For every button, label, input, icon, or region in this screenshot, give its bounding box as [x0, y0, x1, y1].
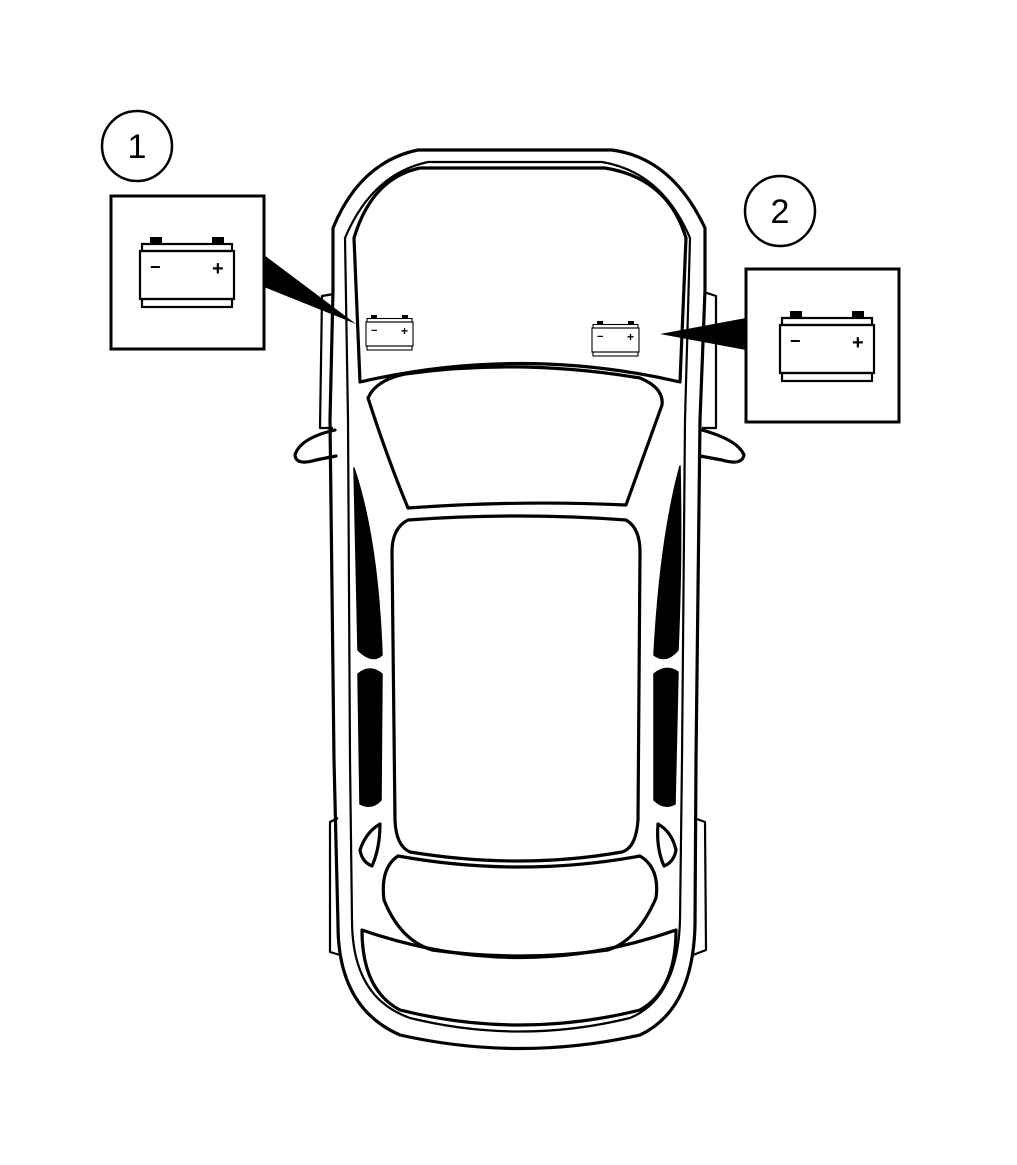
- car-body-outline: [328, 148, 707, 1051]
- right-quarter-window: [656, 822, 678, 868]
- right-front-window: [653, 465, 682, 660]
- callout-1-number: 1: [128, 128, 147, 166]
- left-mirror: [293, 428, 338, 464]
- trunk-lid: [360, 928, 678, 1027]
- callout-2-box: [744, 267, 901, 424]
- positive-terminal-label: +: [852, 332, 864, 354]
- negative-terminal-label: −: [790, 331, 801, 351]
- engine-bay-battery-1: − +: [365, 314, 414, 351]
- engine-bay-battery-2: − +: [591, 320, 640, 357]
- roof-panel: [390, 514, 642, 863]
- callout-1-pointer: [264, 255, 356, 324]
- positive-terminal-label: +: [627, 330, 634, 344]
- callout-2-battery-icon: − +: [778, 309, 876, 383]
- callout-1-circle: [100, 109, 174, 183]
- callout-2-number: 2: [771, 193, 790, 231]
- negative-terminal-label: −: [150, 257, 161, 277]
- windshield: [366, 365, 664, 510]
- right-mirror: [698, 428, 746, 464]
- right-rear-fender: [692, 816, 708, 957]
- negative-terminal-label: −: [371, 325, 377, 337]
- car-top-view: [293, 148, 746, 1051]
- positive-terminal-label: +: [212, 258, 224, 280]
- positive-terminal-label: +: [401, 324, 408, 338]
- car-inner-outline: [343, 160, 692, 1033]
- right-front-fender: [702, 290, 718, 430]
- negative-terminal-label: −: [597, 331, 603, 343]
- left-rear-window: [357, 668, 383, 807]
- right-rear-window: [653, 667, 679, 807]
- callout-1-box: [109, 194, 266, 351]
- callout-1: 1 − +: [100, 109, 356, 351]
- left-quarter-window: [358, 822, 382, 868]
- callout-2: 2 − +: [660, 174, 901, 424]
- rear-window: [381, 854, 659, 958]
- callout-2-pointer: [660, 318, 746, 350]
- callout-2-circle: [743, 174, 817, 248]
- left-rear-fender: [328, 817, 341, 957]
- left-front-fender: [318, 292, 335, 430]
- left-front-window: [353, 467, 383, 660]
- hood-panel: [352, 166, 688, 384]
- callout-1-battery-icon: − +: [138, 235, 236, 309]
